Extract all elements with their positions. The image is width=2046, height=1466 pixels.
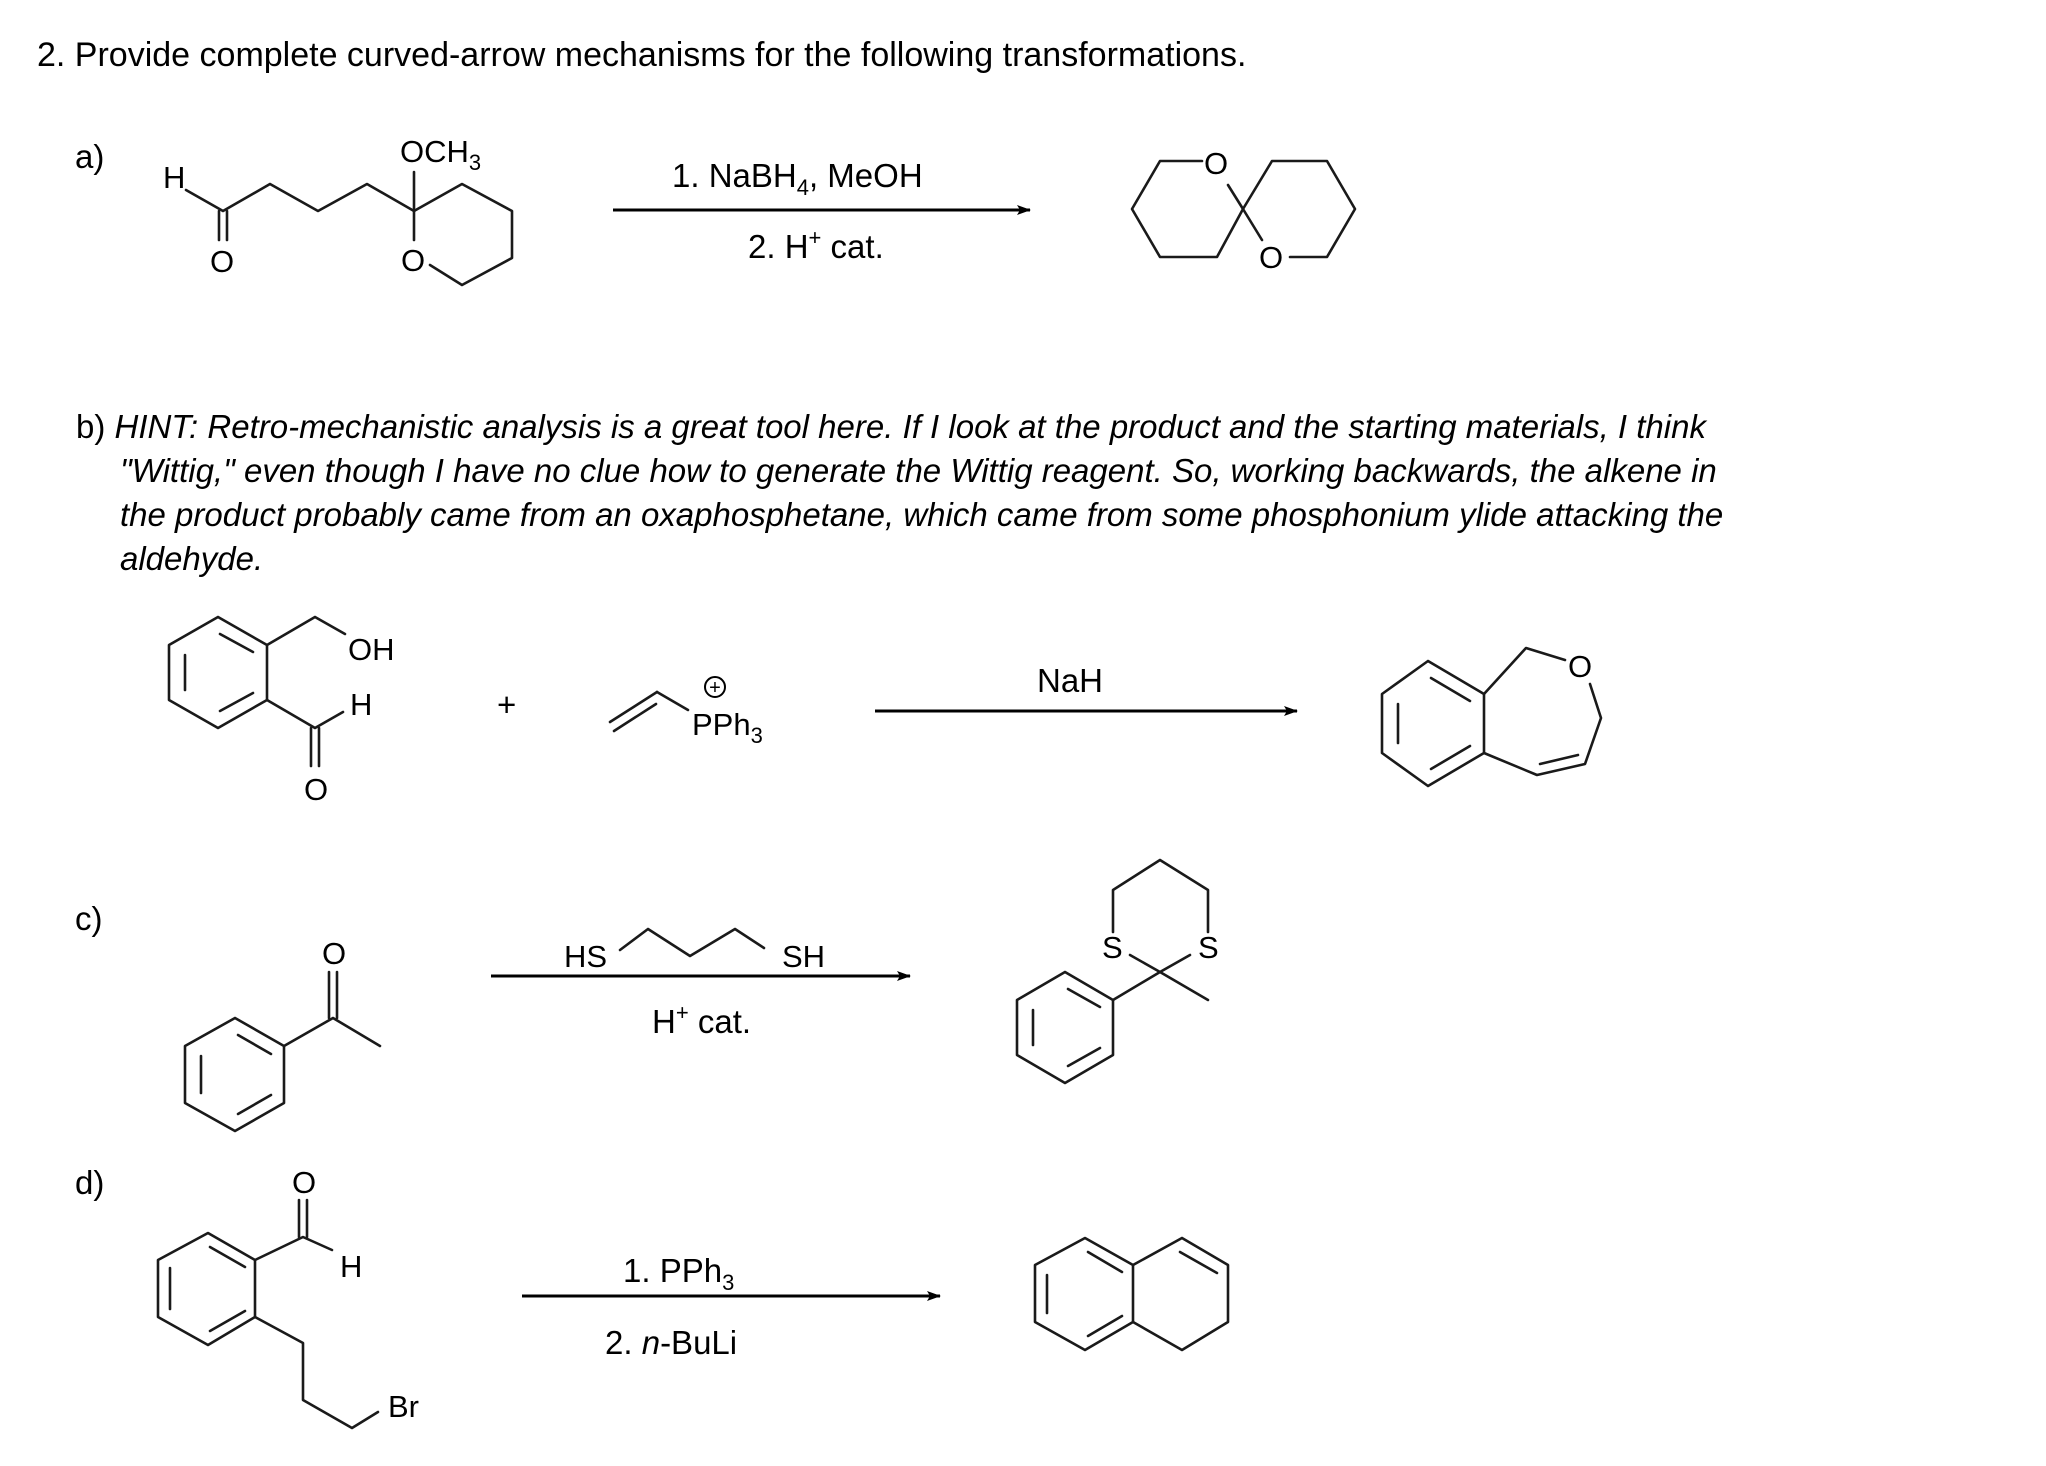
part-d-label: d) [75,1164,105,1201]
atom-H: H [163,160,185,195]
part-a-arrow: 1. NaBH4, MeOH 2. H+ cat. [613,157,1031,265]
atom-O-bottom: O [1259,240,1283,275]
part-d-reactant: O H Br [156,1165,419,1430]
part-b-arrow: NaH [875,662,1298,716]
reagent-step-2: 2. n-BuLi [605,1324,737,1361]
phosphonium-group: PPh3 [692,707,763,748]
part-c-reactant-acetophenone: O [183,936,382,1133]
atom-H: H [350,687,372,722]
hint-line-1: HINT: Retro-mechanistic analysis is a gr… [114,408,1706,445]
part-c-arrow: HS SH H+ cat. [491,927,911,1040]
svg-text:+: + [709,677,721,699]
positive-charge-icon [704,676,726,698]
part-b-product-benzoxepine: O [1380,646,1603,788]
plus-sign: + [497,686,516,723]
reagent-acid-catalyst: H+ cat. [652,1000,751,1040]
thiol-HS: HS [564,939,607,974]
part-a-reactant: H O O OCH3 [163,134,514,287]
atom-O-top: O [1204,146,1228,181]
hint-line-4: aldehyde. [120,540,264,577]
atom-OH: OH [348,632,395,667]
atom-Br: Br [388,1389,419,1424]
part-d-arrow: 1. PPh3 2. n-BuLi [522,1252,941,1361]
methoxy-group: OCH3 [400,134,481,175]
reagent-NaH: NaH [1037,662,1103,699]
part-d-product-dihydronaphthalene [1033,1236,1230,1352]
reagent-step-2: 2. H+ cat. [748,225,884,265]
hint-line-2: "Wittig," even though I have no clue how… [120,452,1717,489]
atom-O: O [1568,649,1592,684]
reagent-step-1: 1. NaBH4, MeOH [672,157,923,200]
hint-line-3: the product probably came from an oxapho… [120,496,1724,533]
part-b-reactant-2-vinylphosphonium: + PPh3 [608,676,763,748]
part-a-label: a) [75,138,105,175]
part-b-label: b) [76,408,106,445]
part-c-label: c) [75,900,103,937]
part-c-product-dithiane: S S [1015,858,1219,1085]
atom-S-right: S [1198,930,1219,965]
atom-S-left: S [1102,930,1123,965]
reagent-step-1: 1. PPh3 [623,1252,734,1295]
atom-O: O [292,1165,316,1200]
part-b-reactant-1: OH H O [167,615,395,807]
atom-O-ring: O [401,243,425,278]
thiol-SH: SH [782,939,825,974]
atom-O-carbonyl: O [210,244,234,279]
atom-O: O [322,936,346,971]
part-b-hint: b) HINT: Retro-mechanistic analysis is a… [76,405,2026,581]
question-title: 2. Provide complete curved-arrow mechani… [37,36,1247,74]
atom-O: O [304,772,328,807]
atom-H: H [340,1249,362,1284]
part-a-product-spiroketal: O O [1130,146,1357,275]
